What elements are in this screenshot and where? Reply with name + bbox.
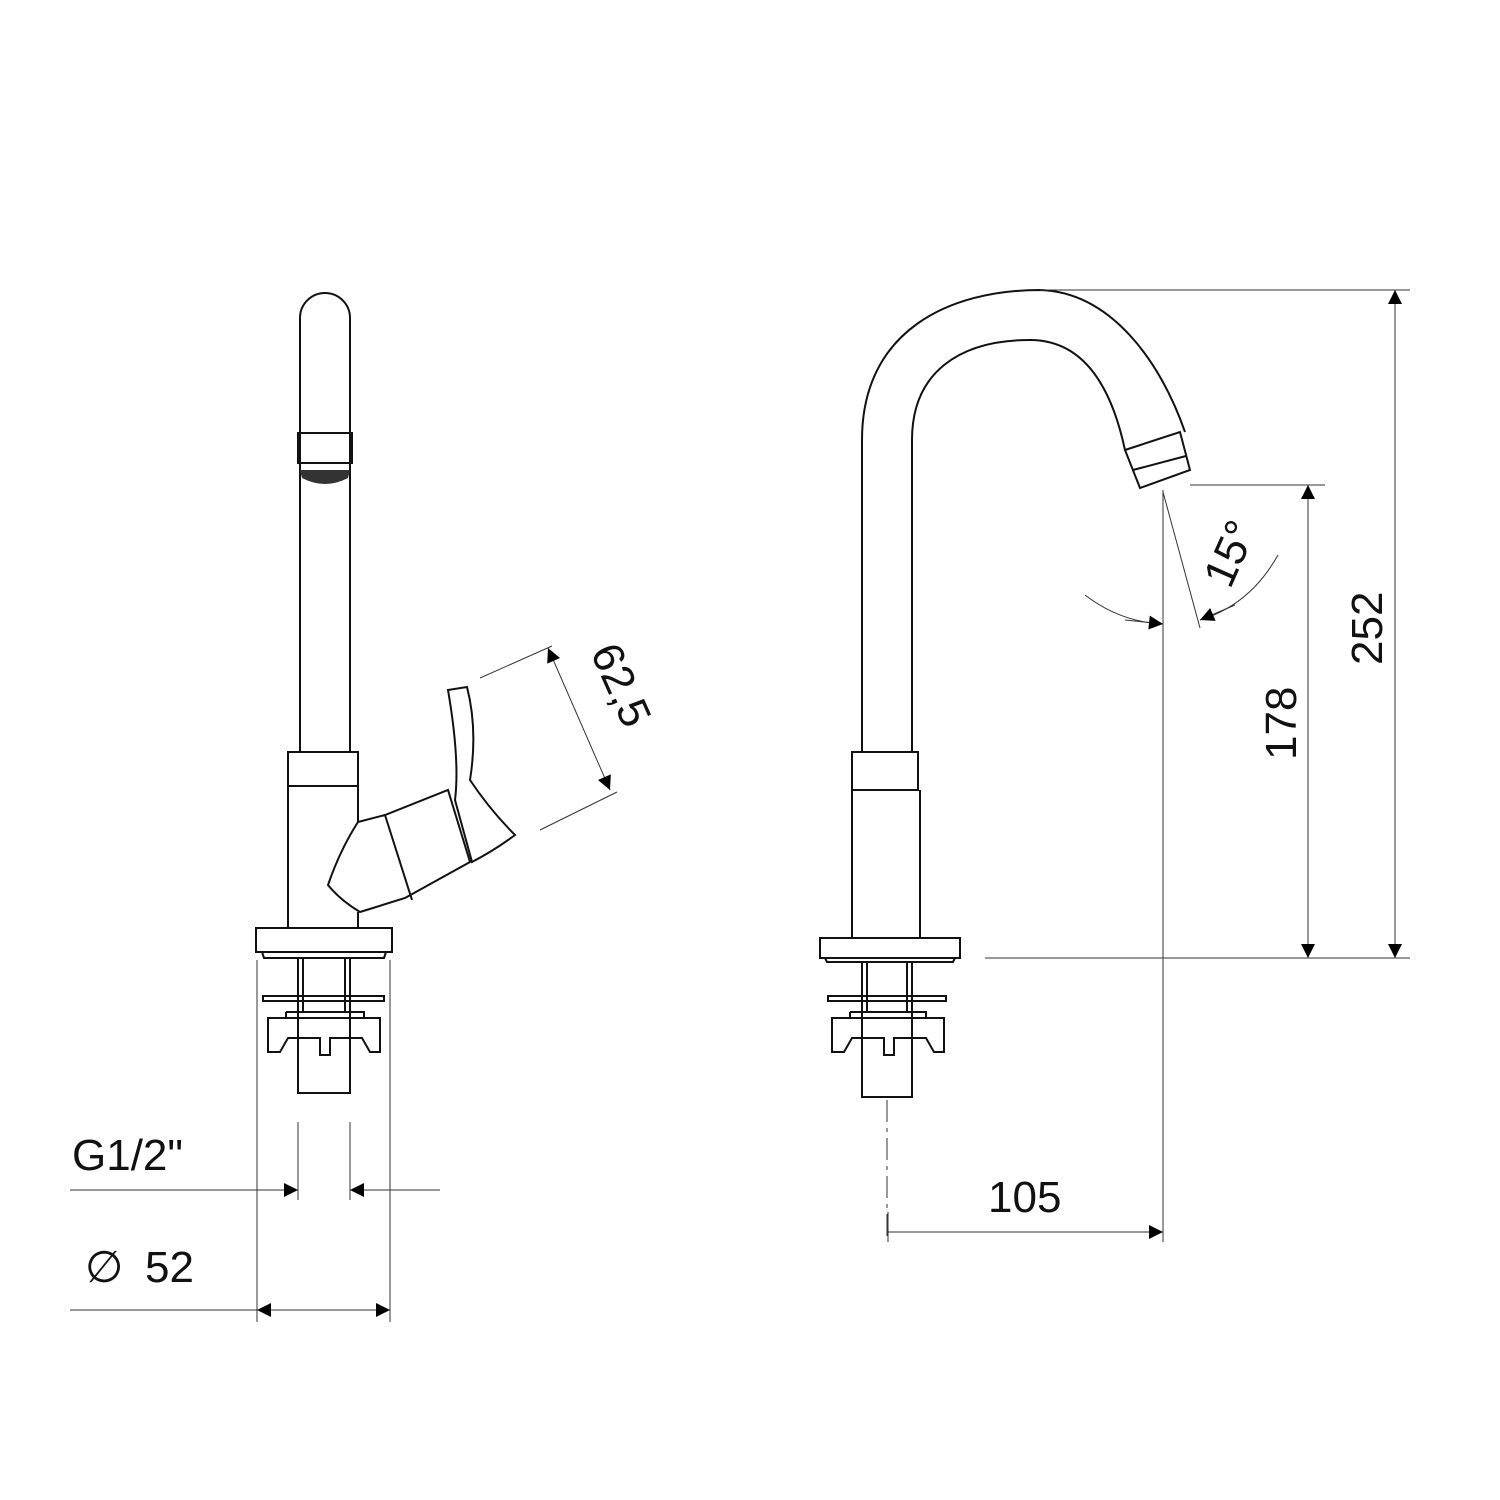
body (287, 786, 359, 928)
shank (861, 962, 913, 1098)
collar (287, 751, 359, 787)
nut (831, 1011, 945, 1056)
base-diameter-label: 52 (145, 1243, 194, 1292)
total-height-label: 252 (1343, 592, 1392, 665)
shank (297, 958, 351, 1094)
aerator-ring (297, 432, 353, 464)
front-view-faucet (819, 288, 1192, 1242)
front-view-dimensions: 252 178 105 15° (887, 289, 1410, 1242)
spout-inner (911, 338, 1126, 752)
spout-tube (299, 292, 351, 752)
washer (262, 995, 385, 1002)
spout-outer (861, 288, 1186, 752)
spout-reach-label: 105 (988, 1173, 1061, 1222)
spout-height-label: 178 (1257, 687, 1306, 760)
collar (851, 751, 919, 791)
lever (446, 685, 517, 864)
thread-size-label: G1/2" (72, 1131, 183, 1180)
spout-aerator (1123, 430, 1192, 490)
side-view-faucet (255, 292, 517, 1094)
side-view-dimensions: G1/2" ∅ 52 62,5 (70, 636, 660, 1322)
body (851, 790, 921, 938)
base-plate (255, 927, 393, 959)
washer (827, 995, 947, 1002)
diameter-icon: ∅ (85, 1243, 123, 1292)
spray-angle-label: 15° (1194, 513, 1266, 594)
handle-stem (326, 788, 472, 914)
aerator-mesh (300, 470, 350, 484)
nut (267, 1011, 381, 1056)
handle-length-label: 62,5 (581, 636, 661, 734)
base-plate (819, 937, 961, 963)
